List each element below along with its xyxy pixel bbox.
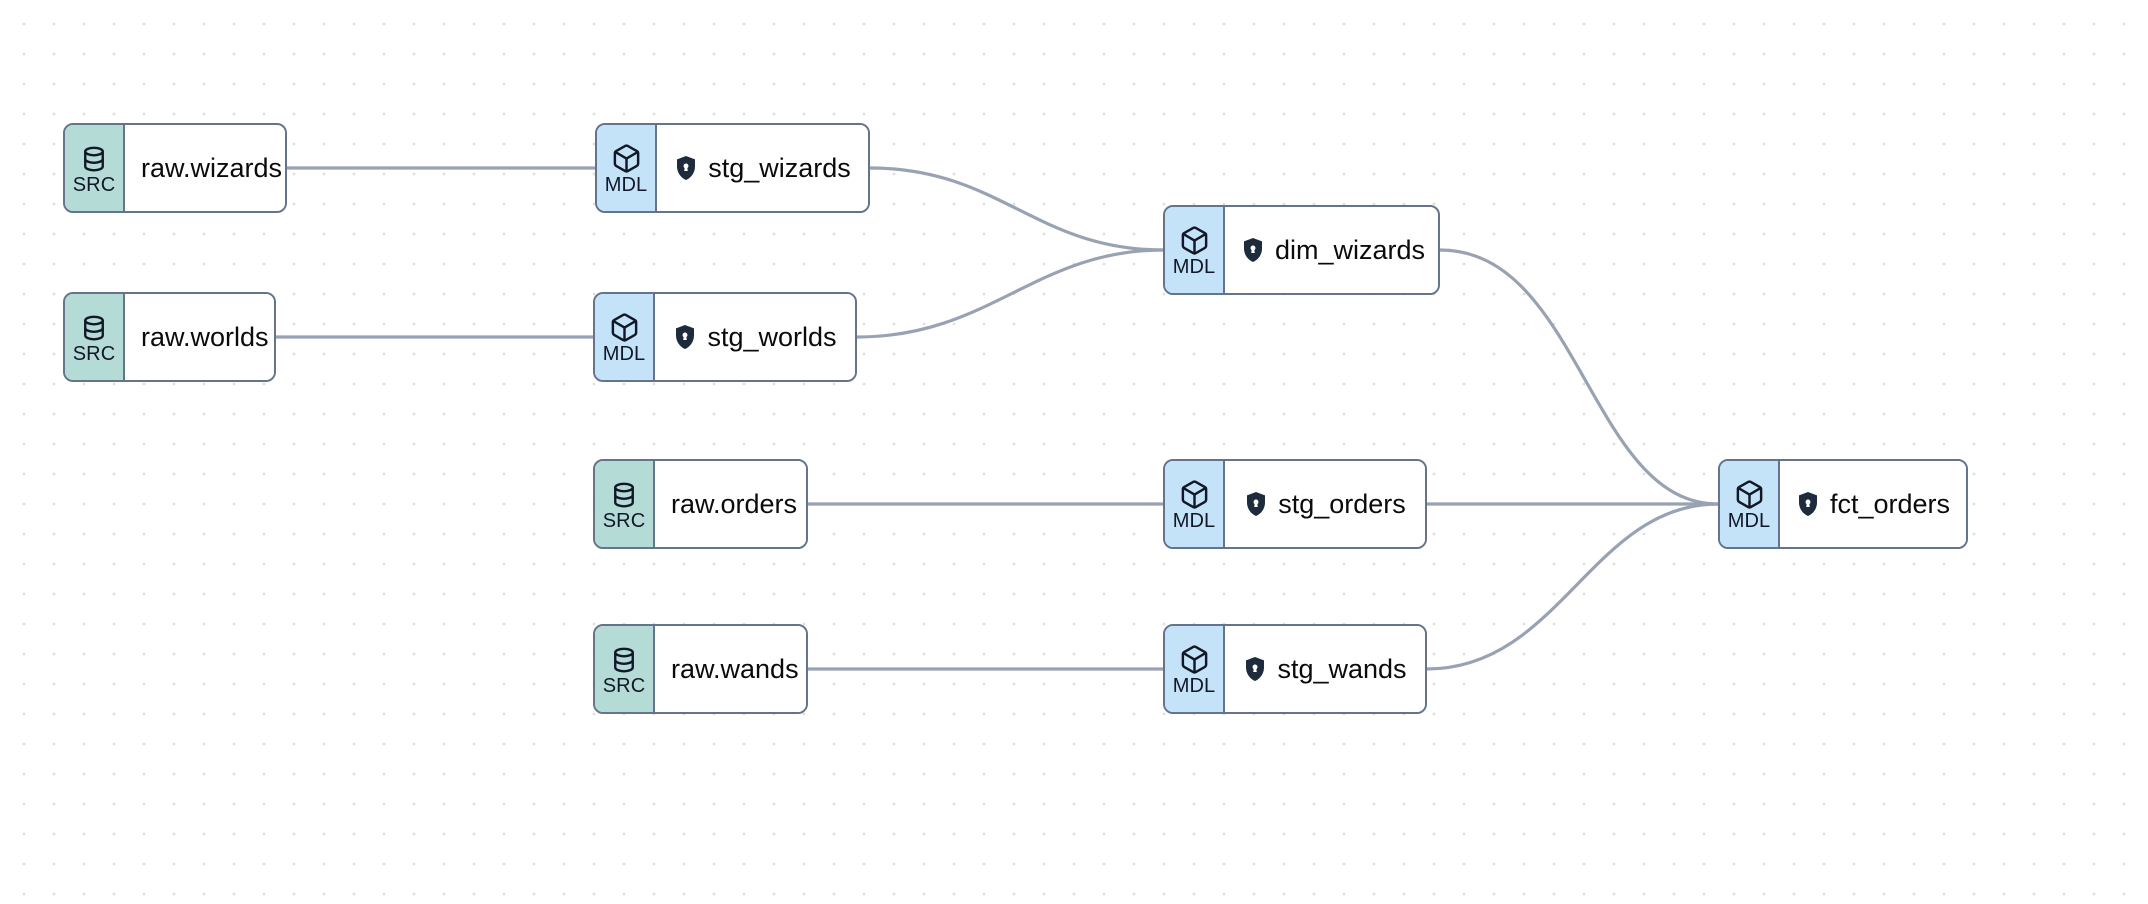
node-badge-label: SRC [602,509,646,532]
shield-lock-icon [674,155,698,181]
node-raw_wands[interactable]: SRC raw.wands [593,624,808,714]
node-body: stg_wizards [657,125,868,211]
shield-lock-icon [1241,237,1265,263]
cube-icon [1734,479,1765,510]
node-label: dim_wizards [1275,234,1426,265]
node-badge-src: SRC [65,294,125,380]
node-body: raw.wizards [125,125,285,211]
node-raw_orders[interactable]: SRC raw.orders [593,459,808,549]
shield-lock-icon [1243,656,1267,682]
node-badge-label: MDL [1172,256,1216,278]
node-body: dim_wizards [1225,207,1438,293]
node-label: stg_wands [1277,653,1407,684]
cube-icon [1179,479,1210,510]
shield-lock-icon [1796,491,1820,517]
node-raw_worlds[interactable]: SRC raw.worlds [63,292,276,382]
node-label: stg_wizards [708,152,851,183]
node-badge-mdl: MDL [1165,626,1225,712]
node-body: raw.wands [655,626,806,712]
cube-icon [1179,644,1210,675]
node-badge-mdl: MDL [595,294,655,380]
node-dim_wizards[interactable]: MDL dim_wizards [1163,205,1440,295]
node-label: stg_worlds [707,321,837,352]
cube-icon [611,143,642,174]
node-body: stg_orders [1225,461,1425,547]
node-badge-label: SRC [602,674,646,697]
node-badge-label: MDL [1172,675,1216,697]
node-badge-mdl: MDL [597,125,657,211]
cube-icon [609,312,640,343]
node-raw_wizards[interactable]: SRC raw.wizards [63,123,287,213]
node-body: raw.orders [655,461,806,547]
node-badge-mdl: MDL [1165,207,1225,293]
database-icon [79,313,109,343]
node-badge-label: MDL [1727,510,1771,532]
node-label: stg_orders [1278,488,1406,519]
cube-icon [1179,225,1210,256]
node-label: fct_orders [1830,488,1951,519]
node-label: raw.orders [671,488,798,519]
node-label: raw.worlds [141,321,269,352]
node-badge-src: SRC [65,125,125,211]
node-badge-mdl: MDL [1165,461,1225,547]
edge-stg_wizards-to-dim_wizards [868,166,1165,252]
shield-lock-icon [673,324,697,350]
node-body: stg_worlds [655,294,855,380]
database-icon [609,645,639,675]
node-body: raw.worlds [125,294,274,380]
edge-stg_worlds-to-dim_wizards [855,248,1165,339]
node-badge-label: MDL [1172,510,1216,532]
node-badge-src: SRC [595,461,655,547]
node-badge-label: SRC [72,173,116,196]
edge-dim_wizards-to-fct_orders [1438,248,1720,506]
node-stg_wizards[interactable]: MDL stg_wizards [595,123,870,213]
node-stg_orders[interactable]: MDL stg_orders [1163,459,1427,549]
node-body: stg_wands [1225,626,1425,712]
node-stg_worlds[interactable]: MDL stg_worlds [593,292,857,382]
node-badge-mdl: MDL [1720,461,1780,547]
node-badge-label: MDL [604,174,648,196]
edge-stg_wands-to-fct_orders [1425,502,1720,671]
node-badge-src: SRC [595,626,655,712]
shield-lock-icon [1244,491,1268,517]
node-label: raw.wizards [141,152,283,183]
node-label: raw.wands [671,653,799,684]
node-stg_wands[interactable]: MDL stg_wands [1163,624,1427,714]
database-icon [79,144,109,174]
database-icon [609,480,639,510]
node-badge-label: MDL [602,343,646,365]
node-badge-label: SRC [72,342,116,365]
node-body: fct_orders [1780,461,1966,547]
node-fct_orders[interactable]: MDL fct_orders [1718,459,1968,549]
